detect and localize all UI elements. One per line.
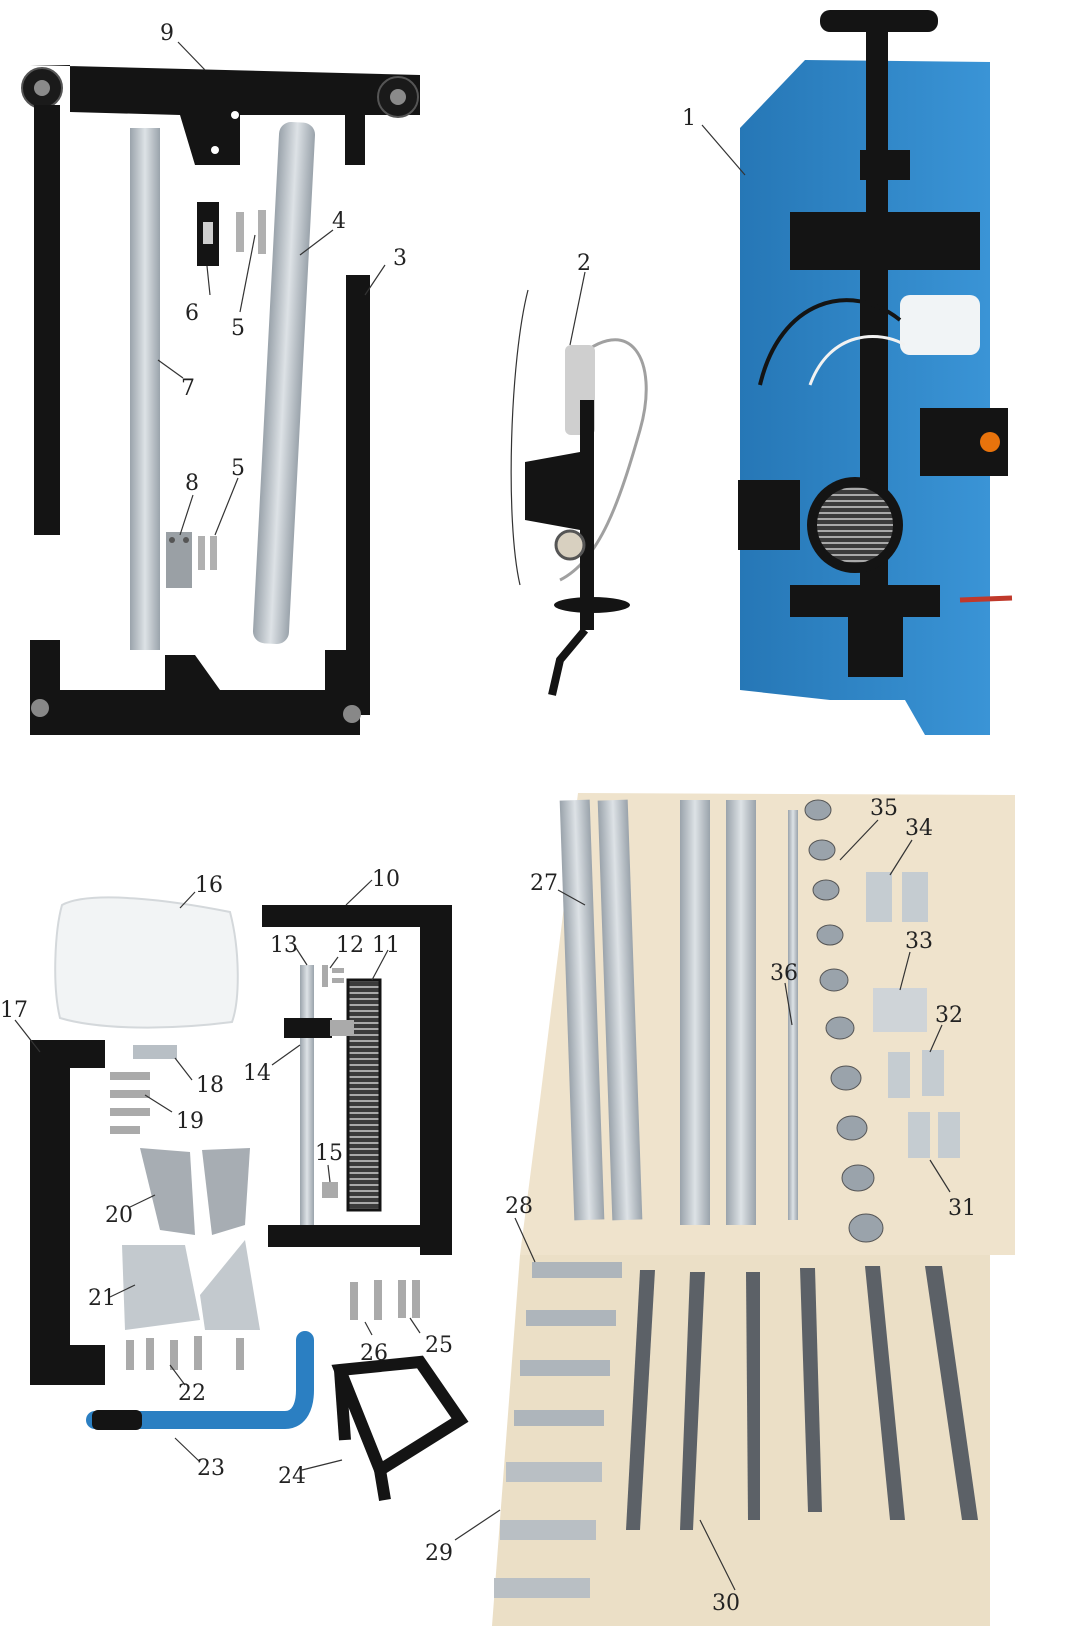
callout-3: 3: [393, 246, 407, 271]
part-36-rod: [788, 810, 798, 1220]
callout-21: 21: [88, 1286, 116, 1311]
part-15-bolt: [322, 1182, 338, 1198]
part-11-brush-strip: [346, 978, 382, 1212]
part-6-plate: [197, 202, 219, 266]
part-5-bolts-lower: [198, 536, 217, 570]
part-12-pins: [322, 965, 344, 987]
part-3-black-bar: [346, 275, 370, 715]
callout-28: 28: [505, 1194, 533, 1219]
callout-16: 16: [195, 873, 223, 898]
part-16-jug: [54, 896, 239, 1029]
callout-13: 13: [270, 933, 298, 958]
part-25-bolts: [398, 1280, 420, 1318]
callout-34: 34: [905, 816, 933, 841]
callout-32: 32: [935, 1003, 963, 1028]
callout-24: 24: [278, 1464, 306, 1489]
callout-6: 6: [185, 301, 199, 326]
part-19-bolts: [110, 1072, 150, 1134]
part-31-brackets: [908, 1112, 960, 1158]
callout-20: 20: [105, 1203, 133, 1228]
part-20-plates: [140, 1148, 250, 1235]
callout-30: 30: [712, 1591, 740, 1616]
callout-7: 7: [181, 376, 195, 401]
part-13-bar: [300, 965, 314, 1225]
part-5-bolts-upper: [236, 210, 266, 254]
callout-10: 10: [372, 867, 400, 892]
callout-26: 26: [360, 1341, 388, 1366]
part-17-black-bracket: [30, 1040, 105, 1385]
part-2-winch-assembly: [510, 289, 648, 696]
part-30-channels: [626, 1266, 978, 1530]
handle-grip: [92, 1410, 142, 1430]
callout-12: 12: [336, 933, 364, 958]
callout-5-upper: 5: [231, 316, 245, 341]
callout-33: 33: [905, 929, 933, 954]
callout-36: 36: [770, 961, 798, 986]
callout-14: 14: [243, 1061, 271, 1086]
callout-18: 18: [196, 1073, 224, 1098]
callout-5-lower: 5: [231, 456, 245, 481]
part-7-galvanized-bar: [130, 128, 160, 650]
callout-27: 27: [530, 871, 558, 896]
callout-19: 19: [176, 1109, 204, 1134]
part-9-top-frame: [21, 65, 420, 165]
part-1-main-unit: [738, 10, 1013, 735]
wood-board-lower: [492, 1255, 990, 1626]
callout-11: 11: [372, 933, 400, 958]
callout-numbers: 1 2 3 4 5 5 6 7 8 9 10 11 12 13 14 15 16…: [0, 21, 976, 1616]
part-18-plate: [133, 1045, 177, 1059]
callout-1: 1: [682, 106, 696, 131]
part-29-brackets: [494, 1462, 602, 1598]
part-28-brackets: [514, 1262, 622, 1426]
callout-2: 2: [577, 251, 591, 276]
callout-29: 29: [425, 1541, 453, 1566]
callout-31: 31: [948, 1196, 976, 1221]
callout-23: 23: [197, 1456, 225, 1481]
part-22-bolts: [126, 1336, 244, 1370]
callout-17: 17: [0, 998, 28, 1023]
callout-8: 8: [185, 471, 199, 496]
part-14-clamp: [284, 1018, 354, 1038]
part-23-blue-handle: [86, 1331, 314, 1429]
part-27-galvanized-rails: [559, 799, 756, 1225]
frame-left-post: [34, 105, 60, 535]
part-35-leveling-feet: [804, 799, 884, 1243]
callout-15: 15: [315, 1141, 343, 1166]
callout-35: 35: [870, 796, 898, 821]
leader-lines: [14, 41, 951, 1591]
callout-4: 4: [332, 209, 346, 234]
part-21-brackets: [122, 1240, 260, 1330]
part-24-black-frame: [331, 1355, 469, 1501]
part-8-plate: [166, 532, 192, 588]
callout-9: 9: [160, 21, 174, 46]
part-34-plates: [866, 872, 928, 922]
callout-22: 22: [178, 1381, 206, 1406]
part-10-black-frame: [262, 905, 452, 1255]
part-33-washers: [873, 988, 927, 1032]
part-26-bolts: [350, 1280, 382, 1320]
part-32-brackets: [888, 1050, 944, 1098]
callout-25: 25: [425, 1333, 453, 1358]
frame-bottom: [30, 640, 361, 735]
part-4-galvanized-tube: [252, 122, 316, 644]
